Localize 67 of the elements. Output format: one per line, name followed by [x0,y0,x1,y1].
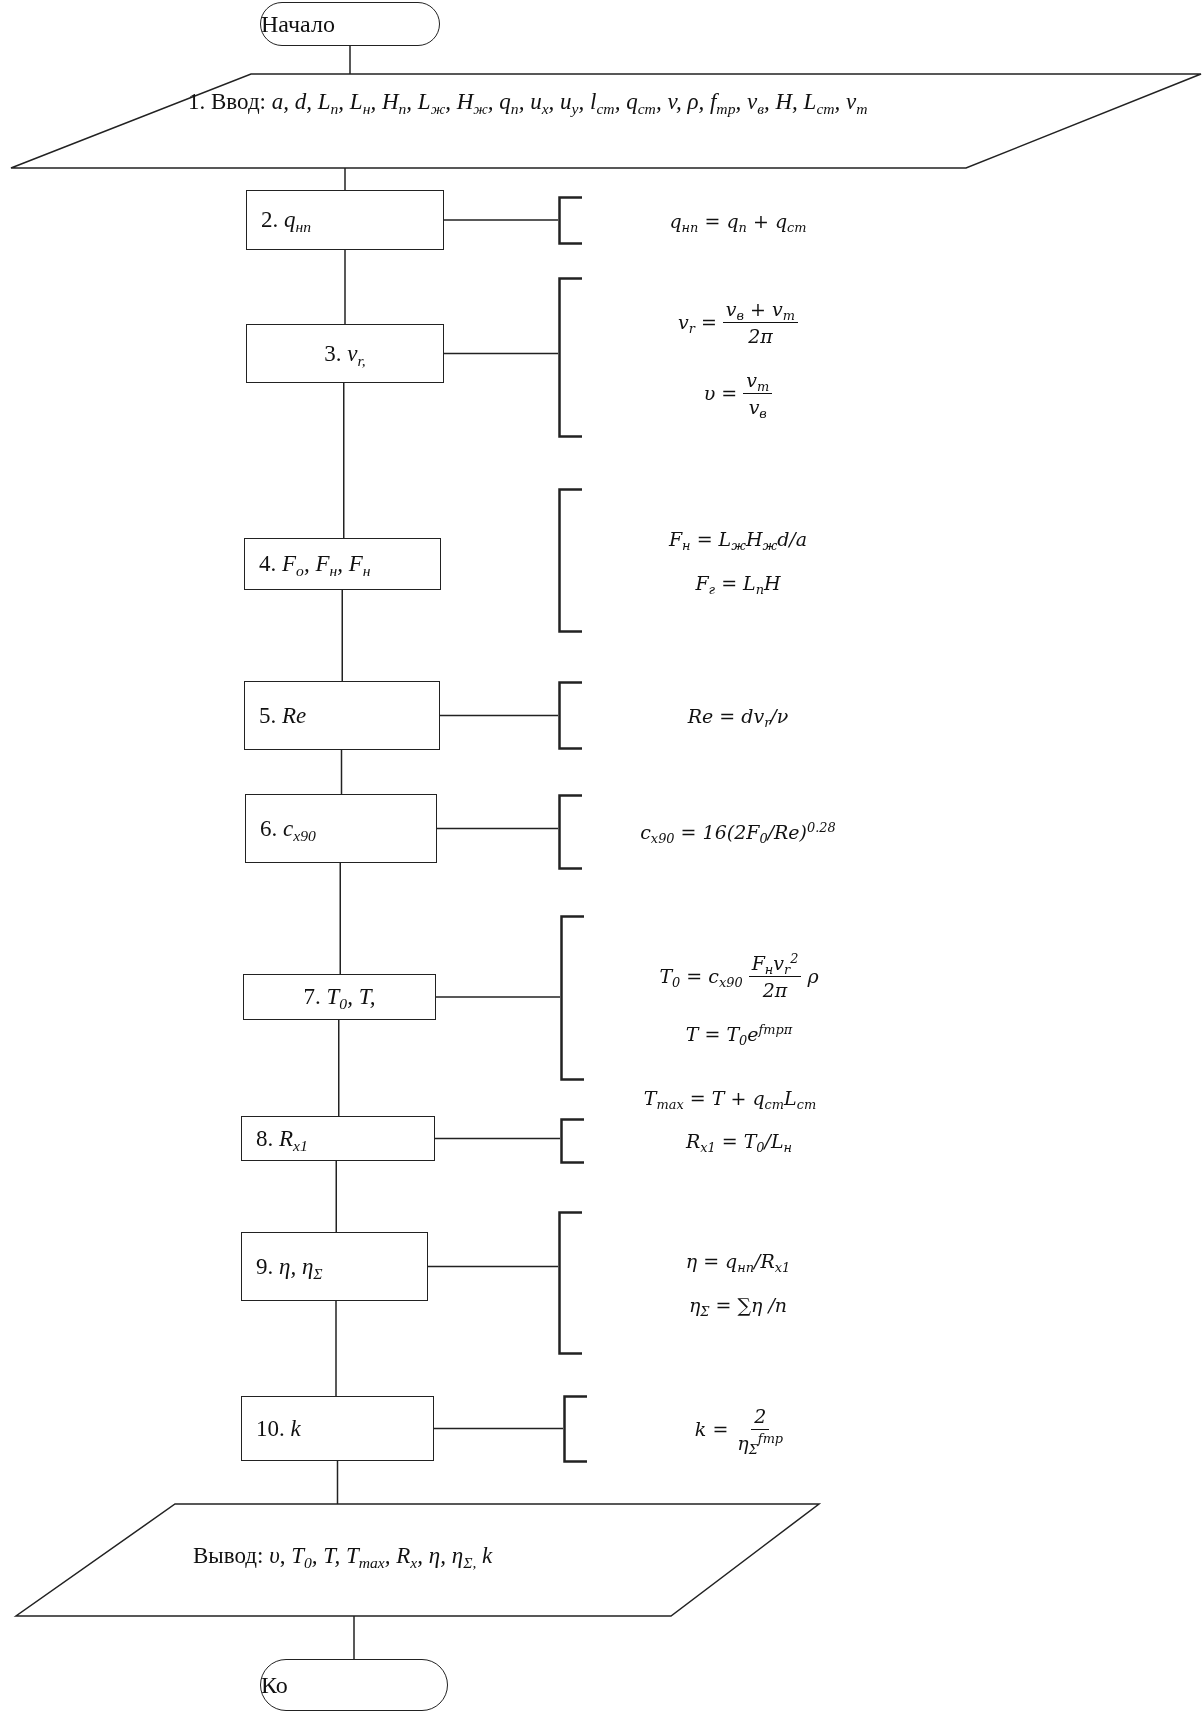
connector-line [343,382,345,539]
process-box [243,974,436,1020]
formula: v$_{r}$ = [677,311,717,333]
box-label: 6. c$_{x90}$ [260,815,316,842]
connector-line [335,1160,337,1233]
box-label: 9. η, η$_{Σ}$ [256,1253,323,1280]
process-box [246,190,444,250]
box-label: Начало [261,10,335,38]
input-parallelogram [11,74,1201,168]
connector-line [434,1137,561,1140]
process-box [241,1396,434,1461]
formula-numerator: 2 [751,1404,770,1430]
box-label: 7. T$_{0}$, T, [303,984,376,1010]
connector-line [435,996,561,998]
formula: F$_{г}$ = L$_{п}$H [695,571,781,594]
formula: F$_{н}$ = L$_{ж}$H$_{ж}$d/a [668,527,808,550]
connector-line [340,749,343,795]
process-box [244,681,440,750]
formula-denominator: 2π [761,977,789,1001]
formula-denominator: v$_{в}$ [747,394,768,418]
formula: υ = [703,382,738,404]
formula: Re = dv$_{r}$/ν [687,704,789,727]
box-label: 2. q$_{нп}$ [261,207,312,233]
process-box [241,1232,428,1301]
connector-line [436,827,559,830]
io-label: Вывод: υ, T$_{0}$, T, T$_{max}$, R$_{x}$, η, η$_{Σ,}$ k [193,1542,494,1571]
connector-line [443,219,559,221]
connector-line [339,862,341,975]
formula: T = T$_{0}$e$^{fтрπ}$ [685,1022,793,1045]
process-box [246,324,444,383]
connector-line [443,352,559,355]
box-label: 4. F$_{o}$, F$_{н}$, F$_{н}$ [259,551,371,577]
box-label: 5. Re [259,702,307,729]
formula: R$_{x1}$ = T$_{0}$/L$_{н}$ [685,1130,793,1152]
connector-line [349,45,351,75]
connector-line [341,589,343,682]
formula: c$_{x90}$ = 16(2F$_{0}$/Re)$^{0.28}$ [640,821,836,843]
output-parallelogram [16,1504,819,1616]
process-box [241,1116,435,1161]
formula: η$_{Σ}$ = ∑η /n [688,1294,788,1316]
connector-line [427,1265,559,1268]
connector-line [335,1300,337,1397]
formula: T$_{0}$ = c$_{x90}$ [659,965,743,987]
formula-numerator: v$_{в}$ + v$_{m}$ [722,297,799,323]
connector-line [344,249,346,325]
connector-line [353,1615,355,1660]
connector-line [433,1427,564,1430]
terminal-shape [260,2,440,46]
connector-line [336,1460,339,1505]
formula: T$_{max}$ = T + q$_{ст}$L$_{ст}$ [642,1087,818,1109]
process-box [245,794,437,863]
formula-denominator: 2π [747,323,774,347]
formula: k = [694,1418,729,1440]
formula: ρ [807,965,819,987]
box-label: Ко [261,1671,288,1699]
connector-line [344,167,346,191]
io-label: 1. Ввод: a, d, L$_{n}$, L$_{н}$, H$_{n}$, L$_{ж}$, H$_{ж}$, q$_{n}$, u$_{x}$, u$_{y}$, l$_{cm}$, q$_{cm}$, v, ρ, f$_{mp}$, v$_{в}$, H, L$_{cm}$, v$_{m}$ [188,88,869,117]
box-label: 10. k [256,1415,301,1442]
formula: η = q$_{нп}$/R$_{x1}$ [685,1250,791,1272]
box-label: 3. v$_{r,}$ [324,340,366,367]
formula-numerator: v$_{m}$ [743,368,773,394]
formula: q$_{нп}$ = q$_{n}$ + q$_{ст}$ [669,209,807,232]
terminal-shape [260,1659,448,1711]
connector-line [338,1019,340,1117]
box-label: 8. R$_{x1}$ [256,1125,308,1152]
process-box [244,538,441,590]
connector-line [439,714,559,717]
